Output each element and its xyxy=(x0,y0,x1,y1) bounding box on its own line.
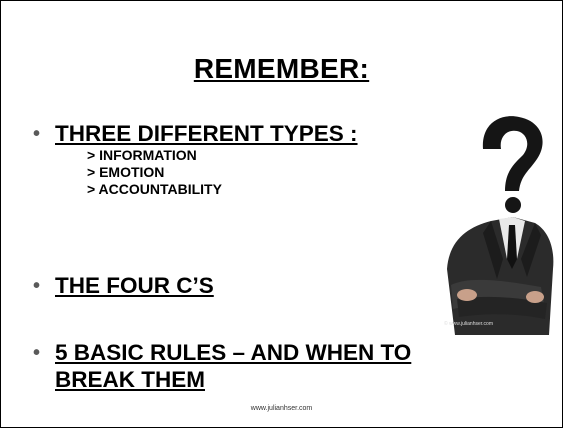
sub-item-information: > INFORMATION xyxy=(87,147,197,163)
bullet-text: THREE DIFFERENT TYPES : xyxy=(55,121,358,146)
bullet-four-cs: • THE FOUR C’S xyxy=(33,272,214,300)
bullet-dot-icon: • xyxy=(33,275,41,297)
bullet-text: THE FOUR C’S xyxy=(55,273,214,298)
sub-item-accountability: > ACCOUNTABILITY xyxy=(87,181,222,197)
footer-url: www.julianhser.com xyxy=(250,405,313,412)
bullet-basic-rules: • 5 BASIC RULES – AND WHEN TO BREAK THEM xyxy=(33,339,495,393)
bullet-three-types: • THREE DIFFERENT TYPES : xyxy=(33,120,358,148)
slide-title: REMEMBER: xyxy=(193,53,370,84)
sub-item-emotion: > EMOTION xyxy=(87,164,165,180)
question-mark-businessman-icon xyxy=(447,116,554,335)
image-watermark: © www.julianhser.com xyxy=(444,321,493,327)
bullet-dot-icon: • xyxy=(33,342,41,364)
bullet-dot-icon: • xyxy=(33,123,41,145)
bullet-text: 5 BASIC RULES – AND WHEN TO BREAK THEM xyxy=(55,340,412,392)
